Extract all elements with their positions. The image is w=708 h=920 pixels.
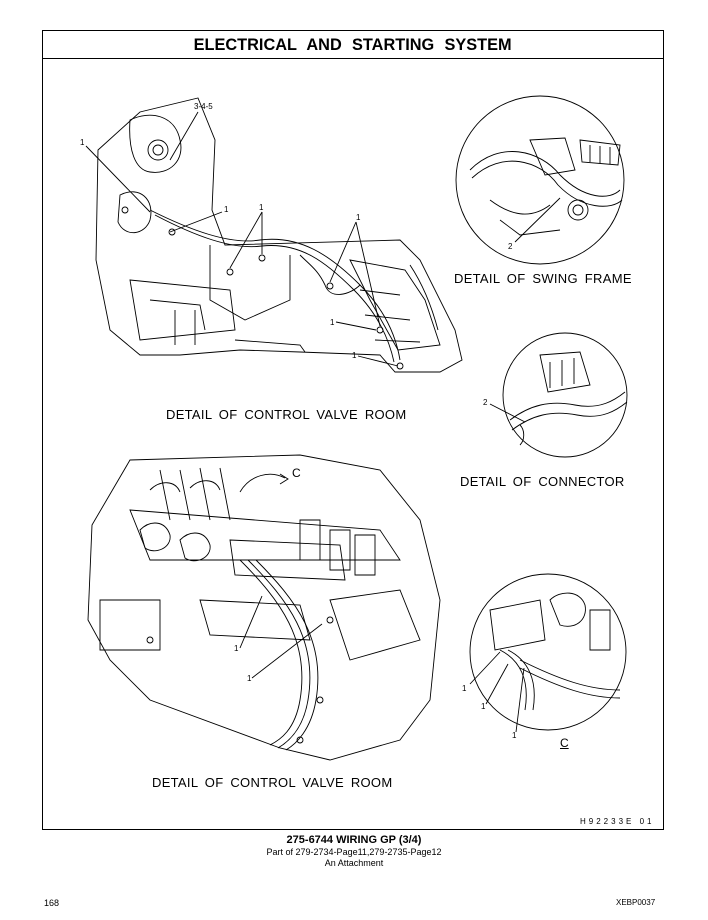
callout-1: 1: [80, 138, 85, 147]
callout-2: 2: [483, 398, 488, 407]
callout-3-4-5: 3-4-5: [194, 102, 213, 111]
page-title: ELECTRICAL AND STARTING SYSTEM: [194, 35, 512, 54]
caption-subtitle: Part of 279-2734-Page11,279-2735-Page12 …: [0, 847, 708, 869]
callout-1: 1: [330, 318, 335, 327]
caption-part-of: Part of 279-2734-Page11,279-2735-Page12: [266, 847, 442, 857]
callout-1: 1: [259, 203, 264, 212]
title-bar: ELECTRICAL AND STARTING SYSTEM: [43, 31, 663, 59]
callout-1: 1: [247, 674, 252, 683]
callout-1: 1: [512, 731, 517, 740]
caption-title: 275-6744 WIRING GP (3/4): [286, 834, 422, 846]
callout-1: 1: [234, 644, 239, 653]
callout-1: 1: [356, 213, 361, 222]
detail-label-control-valve-room-bottom: DETAIL OF CONTROL VALVE ROOM: [152, 775, 393, 790]
detail-label-swing-frame: DETAIL OF SWING FRAME: [454, 271, 632, 286]
callout-1: 1: [224, 205, 229, 214]
detail-label-connector: DETAIL OF CONNECTOR: [460, 474, 625, 489]
callout-1: 1: [481, 702, 486, 711]
callout-1: 1: [352, 351, 357, 360]
caption-attachment: An Attachment: [324, 858, 384, 868]
page-number: 168: [44, 898, 60, 908]
callout-2: 2: [508, 242, 513, 251]
callout-1: 1: [462, 684, 467, 693]
view-letter-arrow: C: [292, 466, 301, 480]
illustration-reference: H92233E 01: [580, 817, 655, 826]
page-frame: ELECTRICAL AND STARTING SYSTEM: [42, 30, 664, 830]
document-code: XEBP0037: [616, 898, 656, 907]
view-letter-detail: C: [560, 736, 569, 750]
detail-label-control-valve-room-top: DETAIL OF CONTROL VALVE ROOM: [166, 407, 407, 422]
